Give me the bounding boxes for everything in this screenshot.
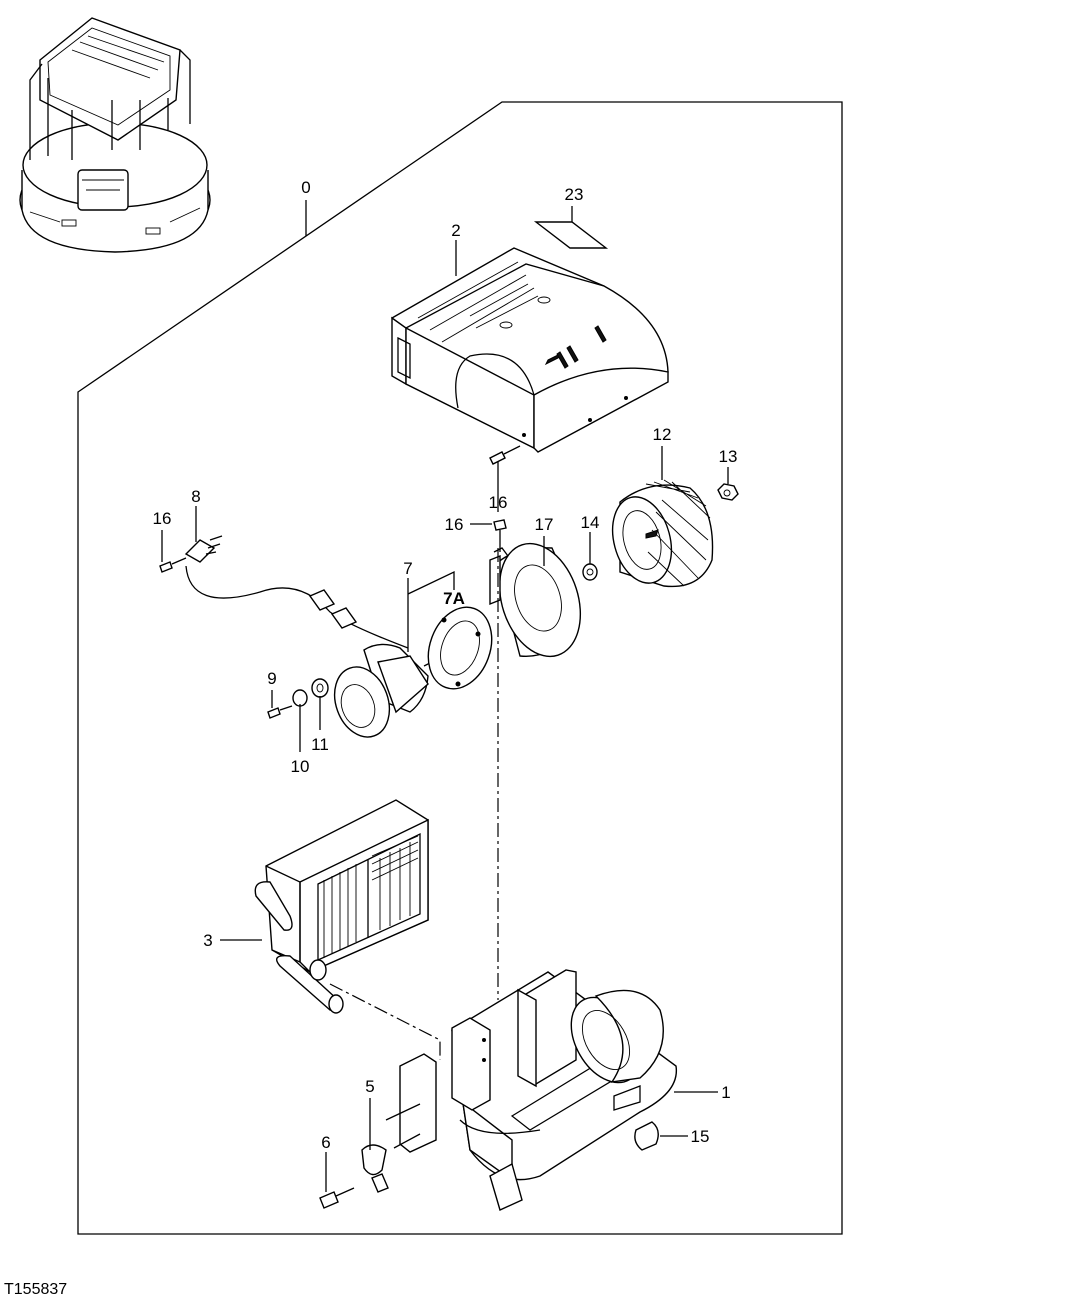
washer-icon	[582, 563, 598, 581]
callout-13: 13	[719, 447, 738, 466]
callout-2: 2	[451, 221, 460, 240]
callout-9: 9	[267, 669, 276, 688]
blower-case-icon	[385, 969, 678, 1211]
gasket-icon	[427, 606, 493, 690]
callout-7: 7	[403, 559, 412, 578]
callout-17: 17	[535, 515, 554, 534]
callout-8: 8	[191, 487, 200, 506]
fan-wheel-icon	[611, 479, 714, 588]
nut-icon	[717, 483, 739, 501]
callout-23: 23	[565, 185, 584, 204]
callout-14: 14	[581, 513, 600, 532]
callout-3: 3	[203, 931, 212, 950]
assembly-outline	[77, 101, 843, 1235]
callout-15: 15	[691, 1127, 710, 1146]
callout-0: 0	[301, 178, 310, 197]
callout-5: 5	[365, 1077, 374, 1096]
callout-16-b: 16	[489, 493, 508, 512]
callout-12: 12	[653, 425, 672, 444]
excavator-cab-icon	[19, 17, 211, 253]
blower-cover-icon	[391, 247, 669, 453]
callout-1: 1	[721, 1083, 730, 1102]
callout-16-a: 16	[153, 509, 172, 528]
heater-core-icon	[254, 799, 429, 1014]
blower-motor-icon	[333, 643, 437, 738]
label-decal	[533, 221, 609, 249]
callout-10: 10	[291, 757, 310, 776]
callout-11: 11	[311, 735, 329, 754]
callout-6: 6	[321, 1133, 330, 1152]
callout-7a: 7A	[443, 589, 465, 608]
callout-16-c: 16	[445, 515, 464, 534]
figure-id: T155837	[4, 1281, 68, 1298]
blower-case-ring-icon	[489, 542, 582, 658]
